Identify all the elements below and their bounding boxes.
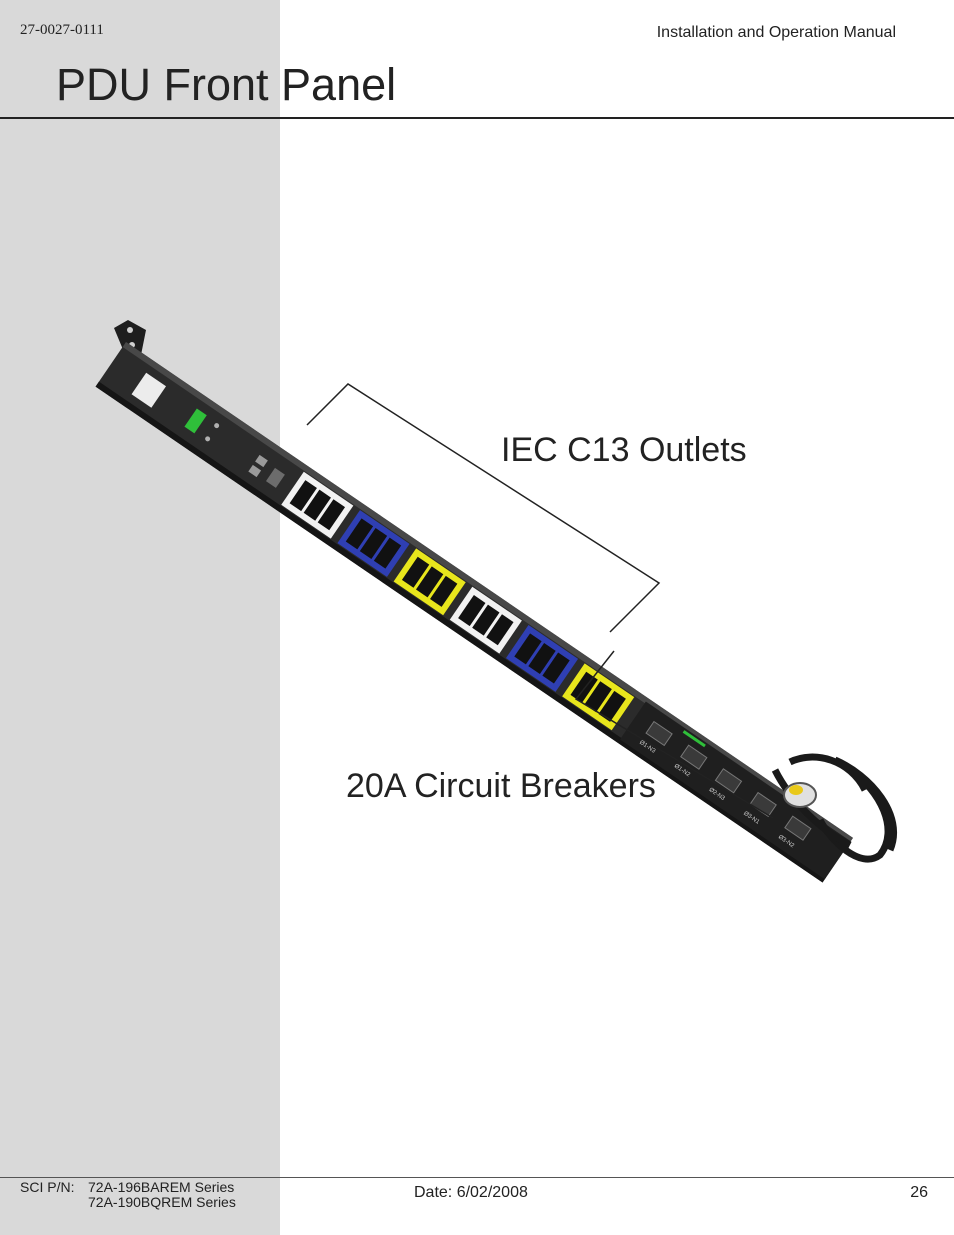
power-indicator (682, 730, 706, 748)
part-number-block: SCI P/N: 72A-196BAREM Series 72A-190BQREM… (20, 1180, 236, 1210)
breakers-callout: 20A Circuit Breakers (346, 767, 656, 805)
document-number: 27-0027-0111 (20, 22, 104, 38)
footer-date: Date: 6/02/2008 (414, 1184, 528, 1201)
pdu-unit: Ø1-N3 Ø1-N2 Ø2-N3 Ø3-N1 Ø3-N2 (95, 342, 853, 883)
breakers-leader-line (574, 650, 774, 819)
part-number-2: 72A-190BQREM Series (88, 1194, 236, 1210)
sidebar-band (0, 0, 280, 1235)
footer-divider (0, 1177, 954, 1178)
power-cord (771, 753, 898, 863)
network-port (255, 454, 268, 468)
page-title: PDU Front Panel (56, 59, 397, 110)
outlet-group-2 (337, 510, 410, 577)
breaker-5 (784, 815, 812, 841)
outlet-group-4 (449, 586, 522, 654)
outlet-group-5 (505, 625, 579, 692)
status-display (184, 408, 207, 434)
page-number: 26 (910, 1184, 928, 1201)
manual-title: Installation and Operation Manual (656, 24, 896, 41)
breaker-2 (680, 744, 708, 770)
breaker-1 (645, 720, 673, 747)
outlets-leader-line (306, 383, 661, 633)
part-number-1: 72A-196BAREM Series (88, 1179, 235, 1195)
outlet-group-1 (281, 471, 354, 539)
outlet-group-3 (393, 548, 466, 616)
title-divider (0, 117, 954, 119)
rating-label (131, 372, 167, 408)
outlets-callout: IEC C13 Outlets (501, 431, 747, 469)
part-number-label: SCI P/N: (20, 1179, 75, 1195)
power-plug (783, 782, 817, 808)
mounting-bracket (114, 320, 146, 360)
breaker-3 (714, 768, 743, 794)
